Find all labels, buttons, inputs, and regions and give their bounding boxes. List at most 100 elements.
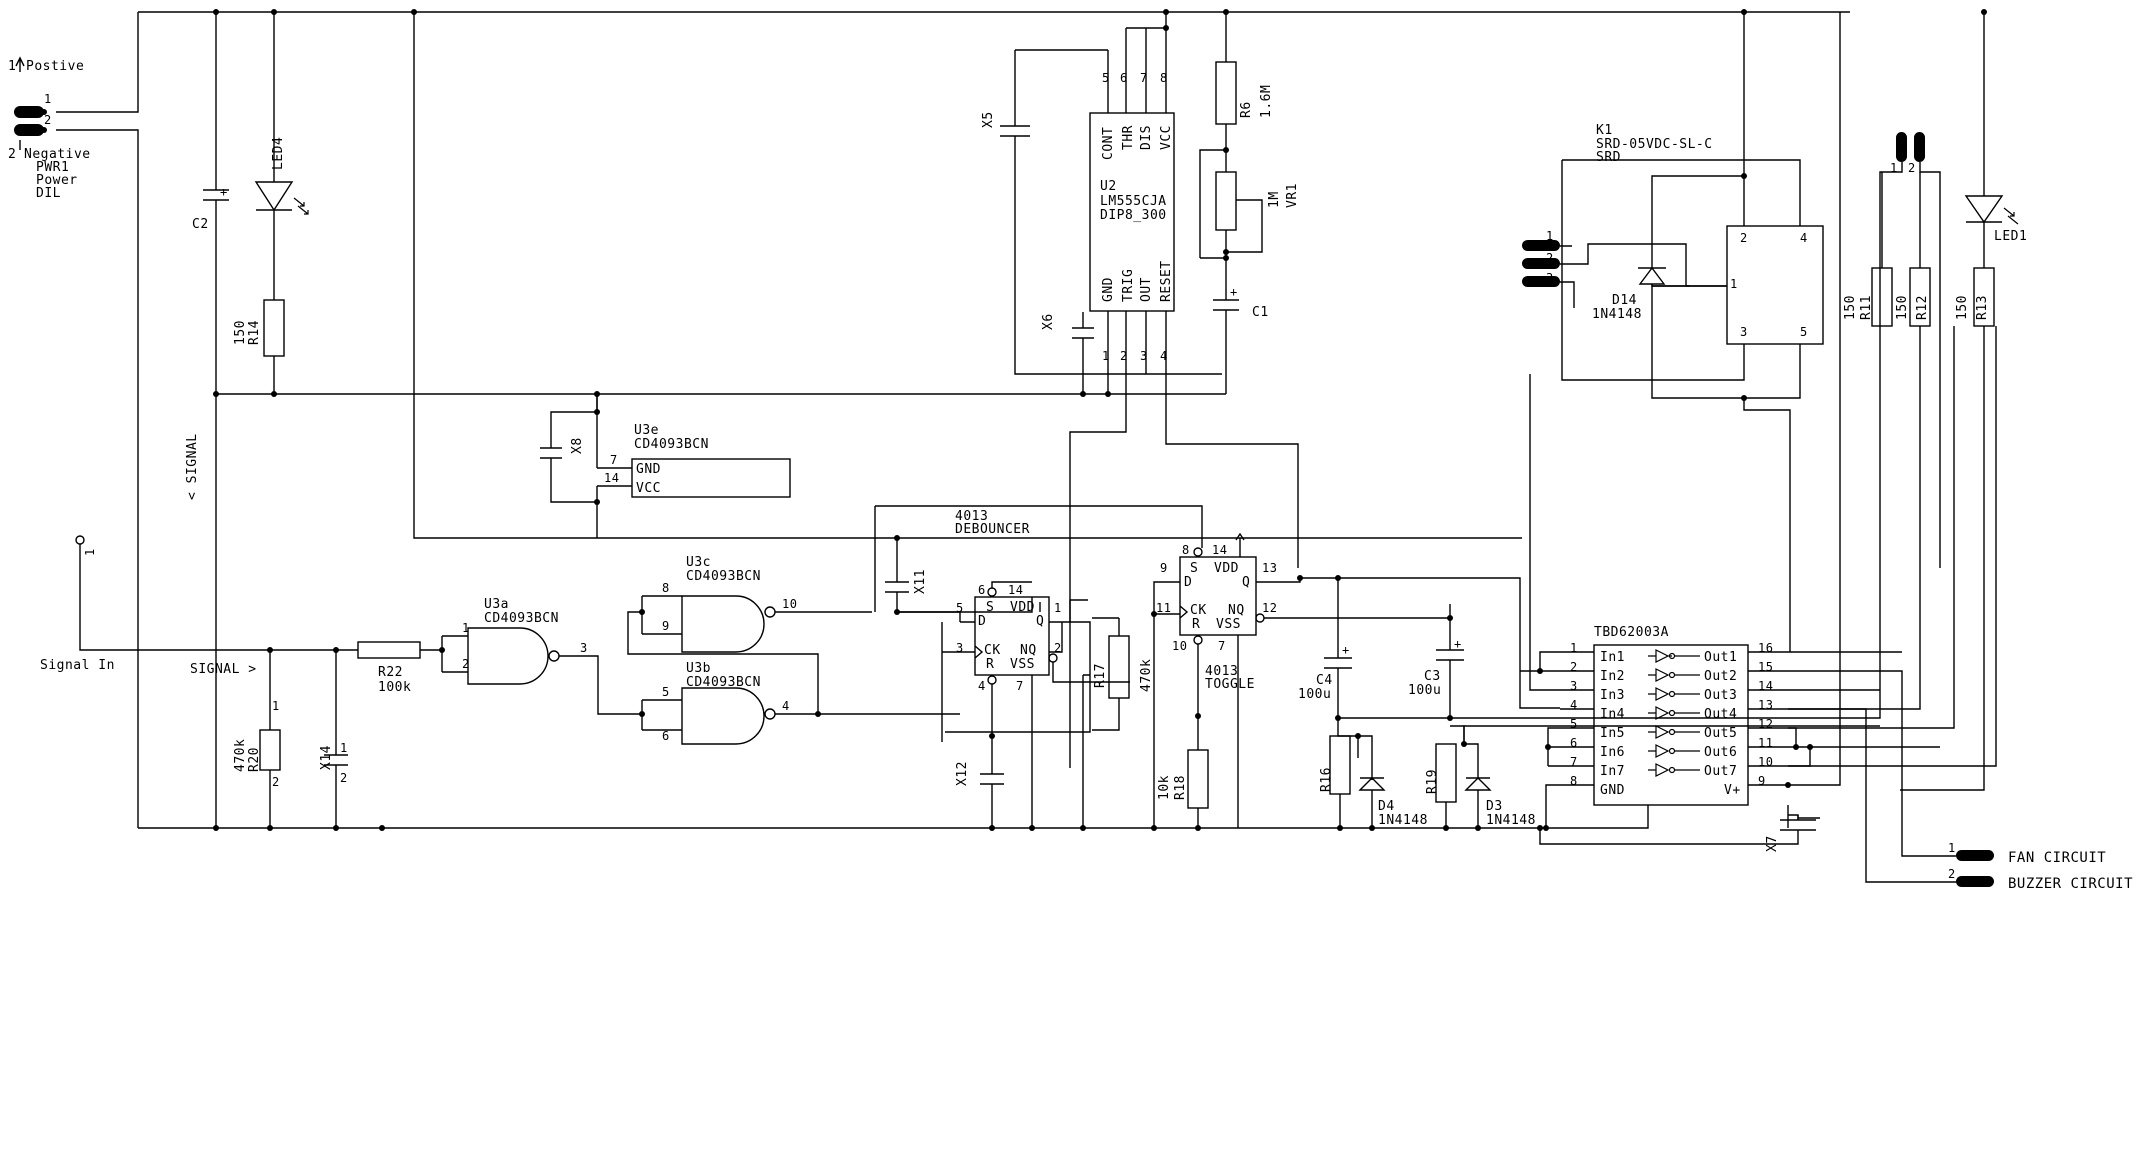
signal-in-terminal xyxy=(75,535,85,545)
svg-text:D3: D3 xyxy=(1486,799,1503,814)
svg-text:R12: R12 xyxy=(1915,295,1930,320)
svg-text:150: 150 xyxy=(233,320,248,345)
svg-text:4: 4 xyxy=(1800,231,1808,245)
svg-text:9: 9 xyxy=(1758,774,1766,788)
svg-text:11: 11 xyxy=(1758,736,1773,750)
svg-text:LM555CJA: LM555CJA xyxy=(1100,194,1167,209)
top-connector-pin-1 xyxy=(1896,132,1907,162)
svg-text:10: 10 xyxy=(782,597,797,611)
svg-text:In7: In7 xyxy=(1600,764,1625,779)
svg-text:GND: GND xyxy=(636,462,661,477)
svg-text:R18: R18 xyxy=(1173,775,1188,800)
svg-text:4013: 4013 xyxy=(1205,664,1238,679)
svg-text:7: 7 xyxy=(1570,755,1578,769)
svg-text:TBD62003A: TBD62003A xyxy=(1594,625,1669,640)
svg-text:3: 3 xyxy=(1546,271,1554,285)
svg-text:10k: 10k xyxy=(1157,775,1172,800)
svg-text:R14: R14 xyxy=(247,320,262,345)
buzzer-terminal xyxy=(1956,876,1994,887)
svg-text:13: 13 xyxy=(1758,698,1773,712)
svg-text:Out6: Out6 xyxy=(1704,745,1737,760)
svg-text:6: 6 xyxy=(978,583,986,597)
svg-text:CD4093BCN: CD4093BCN xyxy=(686,569,761,584)
svg-text:7: 7 xyxy=(1218,639,1226,653)
svg-text:5: 5 xyxy=(1800,325,1808,339)
svg-text:Q: Q xyxy=(1242,575,1250,590)
svg-text:SIGNAL >: SIGNAL > xyxy=(190,662,257,677)
svg-text:X6: X6 xyxy=(1041,313,1056,330)
svg-text:R6: R6 xyxy=(1239,101,1254,118)
svg-text:4013: 4013 xyxy=(955,509,988,524)
svg-text:8: 8 xyxy=(662,581,670,595)
svg-text:7: 7 xyxy=(610,453,618,467)
timing-network: + C4 100u R16 D4 1N4148 + C3 100u R19 D3… xyxy=(1298,568,1881,828)
svg-text:U3a: U3a xyxy=(484,597,509,612)
svg-text:R: R xyxy=(1192,617,1200,632)
buffer-symbols xyxy=(1648,649,1700,777)
svg-text:Out4: Out4 xyxy=(1704,707,1737,722)
svg-text:SRD: SRD xyxy=(1596,150,1621,165)
svg-text:BUZZER CIRCUIT: BUZZER CIRCUIT xyxy=(2008,876,2133,892)
svg-text:C4: C4 xyxy=(1316,673,1333,688)
svg-text:+: + xyxy=(1454,637,1462,651)
svg-text:In1: In1 xyxy=(1600,650,1625,665)
svg-text:150: 150 xyxy=(1895,295,1910,320)
svg-text:5: 5 xyxy=(1102,71,1110,85)
svg-text:6: 6 xyxy=(662,729,670,743)
svg-text:1: 1 xyxy=(1102,349,1110,363)
relay-terminal-2 xyxy=(1522,258,1560,269)
svg-text:Negative: Negative xyxy=(24,147,91,162)
tbd62003a-driver: TBD62003A In1 In2 In3 In4 In5 In6 In7 GN… xyxy=(1520,12,1997,883)
svg-text:3: 3 xyxy=(1570,679,1578,693)
svg-text:1.6M: 1.6M xyxy=(1259,85,1274,118)
svg-text:In6: In6 xyxy=(1600,745,1625,760)
svg-text:+: + xyxy=(1342,643,1350,657)
svg-text:SRD-05VDC-SL-C: SRD-05VDC-SL-C xyxy=(1596,137,1713,152)
k1-relay: K1 SRD-05VDC-SL-C SRD 2 4 1 3 5 D14 1N41… xyxy=(1522,9,1824,652)
svg-text:7: 7 xyxy=(1016,679,1024,693)
svg-text:+: + xyxy=(1230,285,1238,299)
svg-text:15: 15 xyxy=(1758,660,1773,674)
svg-text:< SIGNAL: < SIGNAL xyxy=(185,433,200,500)
svg-text:16: 16 xyxy=(1758,641,1773,655)
svg-text:CONT: CONT xyxy=(1101,127,1116,160)
svg-text:Out2: Out2 xyxy=(1704,669,1737,684)
svg-text:X5: X5 xyxy=(981,111,996,128)
svg-text:7: 7 xyxy=(1140,71,1148,85)
svg-text:X7: X7 xyxy=(1765,835,1780,852)
svg-text:C2: C2 xyxy=(192,217,209,232)
svg-text:2: 2 xyxy=(1948,867,1956,881)
svg-text:Signal In: Signal In xyxy=(40,658,115,673)
svg-text:DIL: DIL xyxy=(36,186,61,201)
svg-text:V+: V+ xyxy=(1724,783,1741,798)
u3b-nand-gate: 5 6 4 U3b CD4093BCN xyxy=(639,661,960,745)
svg-text:OUT: OUT xyxy=(1139,277,1154,302)
svg-text:LED4: LED4 xyxy=(271,137,286,170)
svg-text:9: 9 xyxy=(1160,561,1168,575)
junctions xyxy=(213,825,1549,831)
svg-text:5: 5 xyxy=(1570,717,1578,731)
svg-text:S: S xyxy=(1190,561,1198,576)
svg-text:CD4093BCN: CD4093BCN xyxy=(686,675,761,690)
svg-text:+: + xyxy=(220,185,228,199)
relay-terminal-3 xyxy=(1522,276,1560,287)
led4-branch: + C2 LED4 150 R14 xyxy=(192,9,309,828)
svg-text:3: 3 xyxy=(580,641,588,655)
svg-text:100k: 100k xyxy=(378,680,411,695)
svg-text:TRIG: TRIG xyxy=(1121,269,1136,302)
svg-text:D: D xyxy=(1184,575,1192,590)
svg-text:1: 1 xyxy=(1890,161,1898,175)
svg-text:D: D xyxy=(978,614,986,629)
svg-text:13: 13 xyxy=(1262,561,1277,575)
svg-text:R20: R20 xyxy=(247,747,262,772)
svg-text:Out3: Out3 xyxy=(1704,688,1737,703)
svg-text:DEBOUNCER: DEBOUNCER xyxy=(955,522,1030,537)
svg-text:D4: D4 xyxy=(1378,799,1395,814)
svg-text:CK: CK xyxy=(984,643,1001,658)
svg-text:FAN CIRCUIT: FAN CIRCUIT xyxy=(2008,850,2106,866)
svg-text:150: 150 xyxy=(1955,295,1970,320)
svg-text:10: 10 xyxy=(1758,755,1773,769)
svg-text:RESET: RESET xyxy=(1159,260,1174,302)
rails xyxy=(56,11,1850,829)
svg-text:1: 1 xyxy=(1948,841,1956,855)
